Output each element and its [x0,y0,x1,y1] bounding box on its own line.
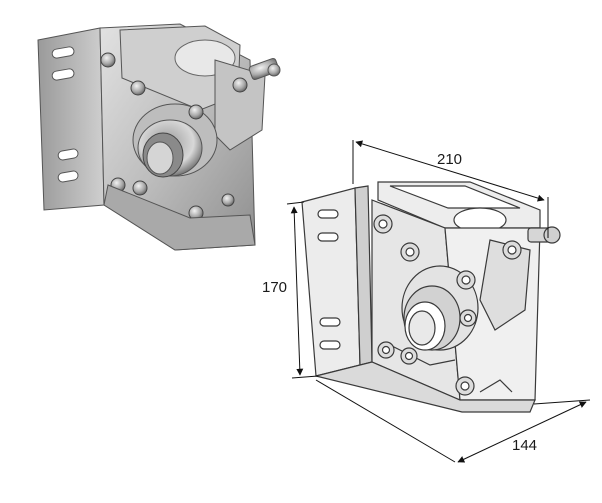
bearing-hub-icon [132,103,218,178]
dim-line-width [355,140,545,202]
flange-slots [51,46,79,183]
drawing-bolt-heads [373,214,522,396]
shaft-bolt-icon [248,57,281,81]
dim-line-height [290,206,304,376]
drawing-diagonal-plate [479,239,531,331]
bolt-heads [100,52,248,221]
bracket-photo [37,23,281,251]
dim-label-depth: 144 [512,437,537,454]
drawing-bearing-hub-icon [389,265,479,366]
drawing-shaft-bolt-icon [527,226,561,244]
drawing-flange-slots [317,209,341,350]
dim-label-height: 170 [262,279,287,296]
bracket-drawing [301,181,561,413]
dimension-lines [286,140,591,463]
dim-label-width: 210 [437,151,462,168]
dim-line-depth [457,401,587,463]
bottom-base [103,184,256,251]
